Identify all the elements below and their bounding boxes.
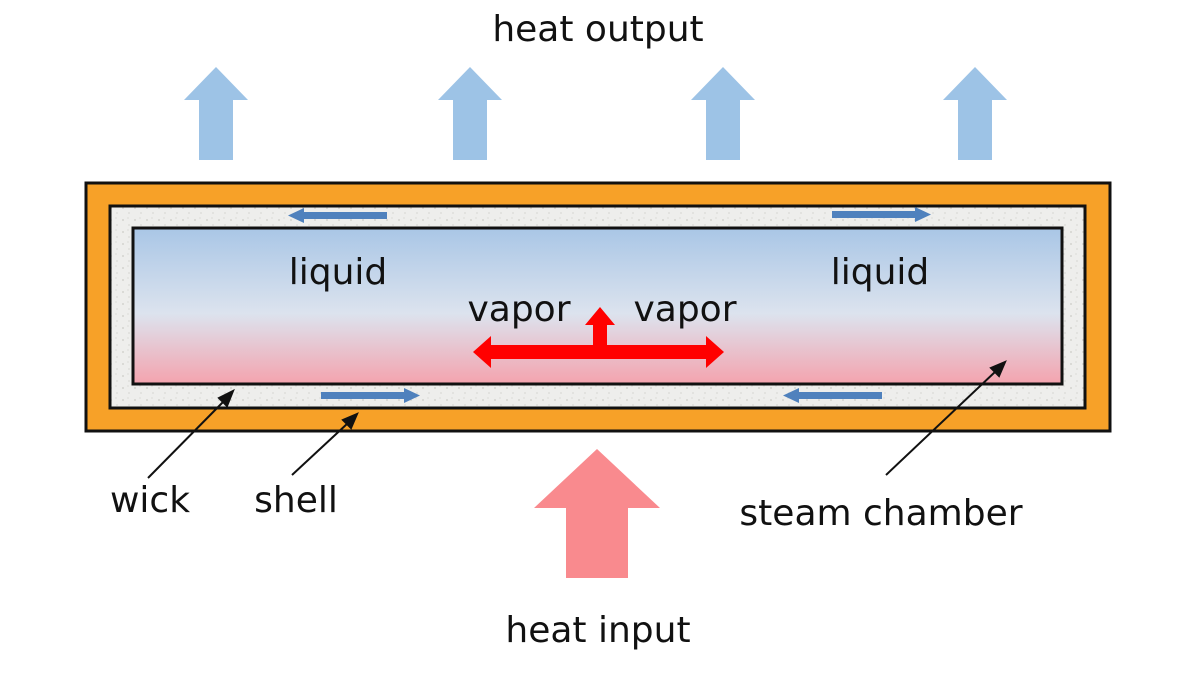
wick-leader-arrowhead: [217, 388, 235, 408]
wick-leader-line: [147, 399, 226, 479]
liquid-flow-arrow-left: [321, 388, 420, 403]
vapor-arrows: [473, 307, 724, 368]
heat-input-arrow: [534, 449, 660, 578]
heat-output-arrow: [943, 67, 1007, 160]
liquid-label-left: liquid: [289, 252, 388, 293]
liquid-flow-arrows: [288, 207, 931, 403]
heat-output-arrows: [184, 67, 1007, 160]
shell-leader-arrowhead: [341, 412, 359, 430]
steam-chamber: [131, 226, 1064, 386]
heat-output-arrow: [691, 67, 755, 160]
steam-chamber-label: steam chamber: [739, 493, 1022, 534]
liquid-label-right: liquid: [831, 252, 930, 293]
heat-output-arrow: [438, 67, 502, 160]
leader-lines: [147, 360, 1007, 479]
shell-label: shell: [254, 480, 338, 521]
vapor-label-left: vapor: [467, 289, 570, 330]
shell-leader-line: [291, 422, 349, 476]
liquid-flow-arrow-left: [288, 208, 387, 223]
wick-label: wick: [110, 480, 190, 521]
steam-chamber-leader-line: [885, 370, 997, 476]
heat-output-label: heat output: [492, 9, 703, 50]
vapor-arrow: [473, 307, 724, 368]
liquid-flow-arrow-right: [783, 388, 882, 403]
liquid-flow-arrow-right: [832, 207, 931, 222]
heat-output-arrow: [184, 67, 248, 160]
heat-input-label: heat input: [505, 610, 690, 651]
vapor-label-right: vapor: [633, 289, 736, 330]
steam-chamber-leader-arrowhead: [989, 360, 1007, 378]
